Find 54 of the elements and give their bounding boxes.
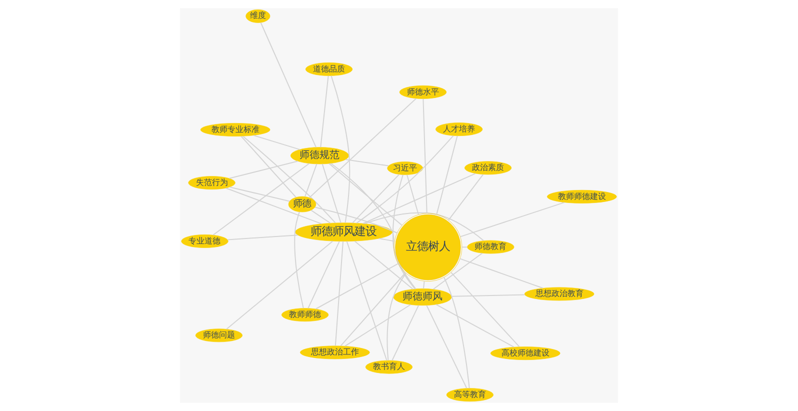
connector (322, 164, 342, 223)
connector (444, 277, 470, 388)
connector (436, 136, 458, 215)
connector (340, 272, 406, 346)
connector (352, 174, 400, 224)
connector (240, 136, 296, 198)
connector (226, 188, 322, 224)
connector (462, 246, 468, 248)
connector (450, 272, 520, 347)
connector (436, 304, 514, 348)
node-ellipse: 师德师风 (393, 288, 452, 306)
node-ellipse: 师德师风建设 (295, 222, 392, 242)
connector (386, 272, 406, 360)
connector (328, 163, 402, 226)
connector (354, 240, 414, 290)
connector (460, 202, 565, 238)
connector (316, 263, 398, 310)
connector (460, 258, 544, 289)
connector (426, 305, 468, 388)
connector (362, 173, 476, 224)
connector (304, 164, 318, 197)
connector (294, 212, 304, 308)
connector (432, 252, 483, 290)
connector (330, 76, 350, 223)
connector (448, 174, 484, 220)
connector (330, 162, 416, 290)
connector (406, 174, 419, 215)
connector (310, 210, 331, 224)
connector (260, 22, 316, 148)
connector (314, 206, 398, 234)
connector (212, 162, 310, 236)
connector (308, 241, 340, 308)
connector (364, 212, 484, 241)
connector (378, 238, 395, 242)
connector (344, 304, 411, 346)
connector (392, 174, 416, 290)
connector (392, 305, 420, 361)
connector (228, 234, 298, 240)
connector (356, 135, 454, 224)
connector (230, 186, 290, 202)
connector (229, 160, 298, 179)
connector (226, 240, 334, 330)
connector (346, 241, 388, 360)
node-ellipse: 师德规范 (290, 147, 349, 164)
connector (422, 281, 425, 289)
node-ellipse: 师德 (288, 196, 316, 212)
connector (346, 158, 389, 166)
connector (334, 241, 344, 346)
connector (242, 136, 336, 224)
connector (422, 98, 428, 214)
connector (254, 134, 300, 150)
connector (320, 76, 329, 148)
connector (309, 98, 416, 198)
connector (452, 294, 525, 297)
